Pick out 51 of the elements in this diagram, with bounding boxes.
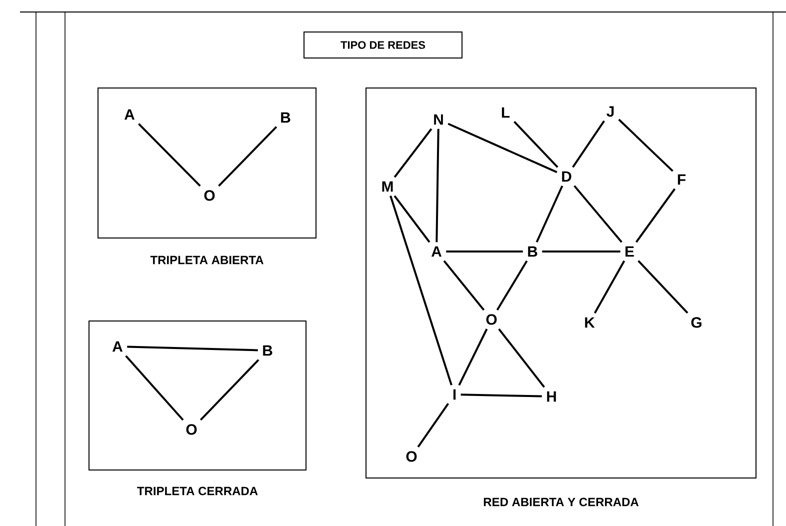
node-letter: B bbox=[528, 246, 538, 257]
node-letter: A bbox=[124, 109, 135, 120]
connector-line bbox=[200, 359, 260, 421]
connector-line bbox=[496, 260, 528, 310]
node-letter: B bbox=[281, 112, 290, 123]
connector-line bbox=[638, 260, 688, 314]
node-letter: H bbox=[547, 391, 556, 402]
node-letter: O bbox=[406, 451, 417, 462]
node-letter: N bbox=[434, 114, 443, 125]
connector-line bbox=[635, 188, 676, 243]
connector-line bbox=[394, 128, 432, 178]
node-letter: K bbox=[585, 317, 595, 328]
title-box: TIPO DE REDES bbox=[304, 32, 462, 58]
connector-line bbox=[498, 328, 545, 388]
connector-line bbox=[594, 260, 626, 314]
node-letter: E bbox=[626, 246, 634, 257]
node-letter: G bbox=[691, 317, 702, 328]
connector-line bbox=[417, 402, 450, 448]
connector-line bbox=[138, 123, 201, 187]
node-letter: O bbox=[486, 314, 497, 325]
connector-line bbox=[446, 250, 523, 252]
connector-line bbox=[443, 260, 485, 311]
connector-line bbox=[536, 185, 564, 243]
connector-line bbox=[127, 346, 258, 352]
node-letter: D bbox=[562, 171, 572, 182]
connector-line bbox=[574, 185, 622, 243]
node-letter: M bbox=[382, 181, 393, 192]
connector-line bbox=[436, 128, 440, 242]
node-letter: F bbox=[678, 174, 686, 185]
node-letter: L bbox=[502, 107, 510, 118]
connector-line bbox=[390, 196, 452, 386]
node-letter: B bbox=[263, 345, 272, 356]
node-letter: O bbox=[186, 424, 197, 435]
connector-line bbox=[458, 328, 488, 386]
connector-line bbox=[618, 118, 674, 172]
node-letter: O bbox=[204, 190, 215, 201]
connector-line bbox=[125, 355, 184, 421]
node-letter: J bbox=[606, 106, 614, 117]
connector-line bbox=[394, 195, 430, 243]
connector-line bbox=[448, 122, 558, 174]
node-label: TRIPLETA ABIERTA bbox=[150, 256, 264, 264]
node-letter: A bbox=[112, 341, 123, 352]
node-label: RED ABIERTA Y CERRADA bbox=[484, 498, 639, 506]
node-letter: A bbox=[431, 246, 442, 257]
connector-line bbox=[514, 121, 558, 168]
connector-line bbox=[218, 126, 278, 187]
node-letter: I bbox=[453, 389, 456, 400]
connector-line bbox=[572, 120, 605, 168]
connector-line bbox=[460, 394, 542, 398]
node-label: TRIPLETA CERRADA bbox=[137, 486, 258, 496]
connector-line bbox=[542, 250, 620, 252]
